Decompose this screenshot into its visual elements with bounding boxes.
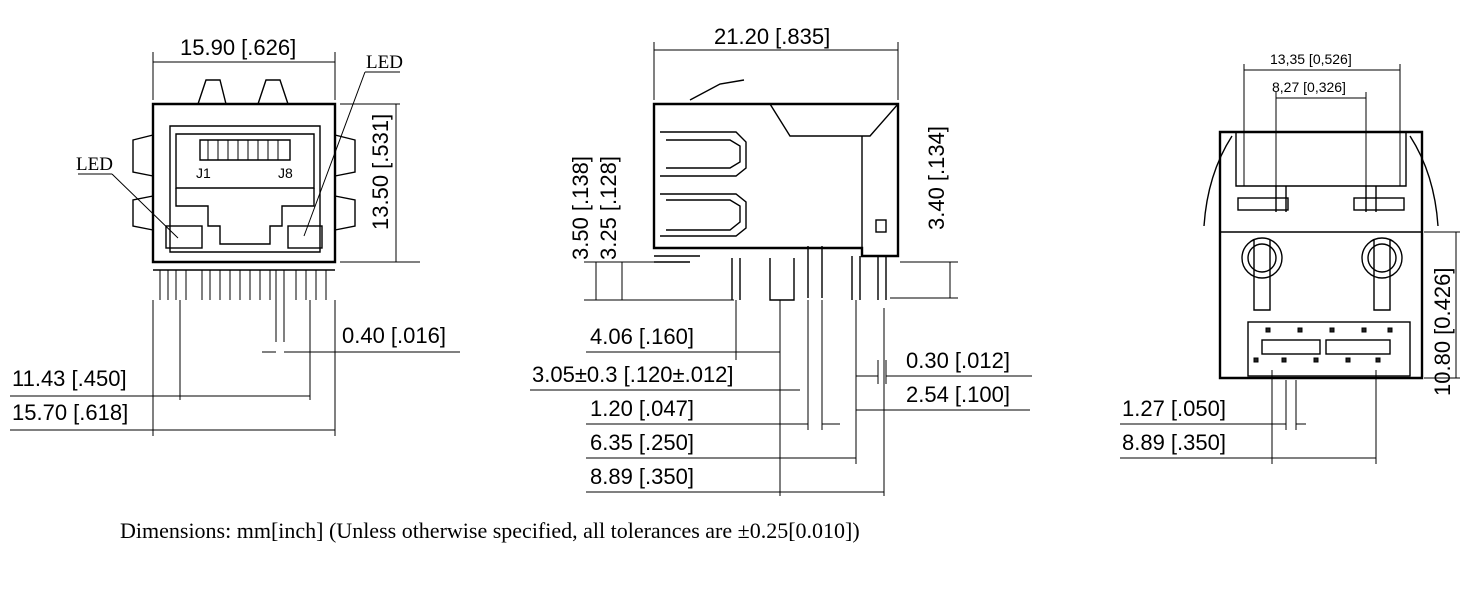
dim-side-c: 1.20 [.047] — [590, 396, 694, 421]
led-right — [287, 225, 323, 249]
dim-front-pin-diameter: 0.40 [.016] — [342, 323, 446, 348]
dim-bottom-inner: 8,27 [0,326] — [1272, 79, 1346, 95]
dim-side-a: 4.06 [.160] — [590, 324, 694, 349]
dim-bottom-span: 8.89 [.350] — [1122, 430, 1226, 455]
dim-side-f: 0.30 [.012] — [906, 348, 1010, 373]
dim-side-b: 3.05±0.3 [.120±.012] — [532, 362, 734, 387]
front-view-dimensions: 15.90 [.626] 13.50 [.531] 0.40 [.016] 11… — [10, 35, 460, 436]
pin-label-j8: J8 — [278, 165, 293, 181]
led-label-right: LED — [366, 52, 403, 73]
front-view-body — [132, 79, 356, 342]
side-view-dimensions: 21.20 [.835] 3.50 [.138] 3.25 [.128] 3.4… — [530, 24, 1032, 496]
dim-side-left-b: 3.25 [.128] — [596, 156, 621, 260]
dim-bottom-pitch: 1.27 [.050] — [1122, 396, 1226, 421]
dim-front-height: 13.50 [.531] — [368, 114, 393, 230]
bottom-view-dimensions: 13,35 [0,526] 8,27 [0,326] 10.80 [0.426]… — [1120, 51, 1460, 464]
front-view: 15.90 [.626] 13.50 [.531] 0.40 [.016] 11… — [10, 35, 460, 436]
dim-side-right: 3.40 [.134] — [924, 126, 949, 230]
dim-front-base-width: 15.70 [.618] — [12, 400, 128, 425]
dim-side-d: 6.35 [.250] — [590, 430, 694, 455]
side-view-body — [652, 79, 900, 301]
bottom-view: 13,35 [0,526] 8,27 [0,326] 10.80 [0.426]… — [1120, 51, 1460, 464]
dim-bottom-height: 10.80 [0.426] — [1430, 268, 1455, 396]
side-view: 21.20 [.835] 3.50 [.138] 3.25 [.128] 3.4… — [530, 24, 1032, 496]
dim-bottom-width: 13,35 [0,526] — [1270, 51, 1352, 67]
dim-side-e: 8.89 [.350] — [590, 464, 694, 489]
dimensions-caption: Dimensions: mm[inch] (Unless otherwise s… — [120, 518, 860, 543]
led-label-left: LED — [76, 154, 113, 175]
pin-label-j1: J1 — [196, 165, 211, 181]
bottom-view-body — [1203, 130, 1439, 380]
led-left — [165, 225, 203, 249]
dim-side-left-a: 3.50 [.138] — [568, 156, 593, 260]
dim-side-length: 21.20 [.835] — [714, 24, 830, 49]
dim-side-g: 2.54 [.100] — [906, 382, 1010, 407]
dim-front-pin-span: 11.43 [.450] — [12, 366, 127, 391]
dim-front-width-top: 15.90 [.626] — [180, 35, 296, 60]
